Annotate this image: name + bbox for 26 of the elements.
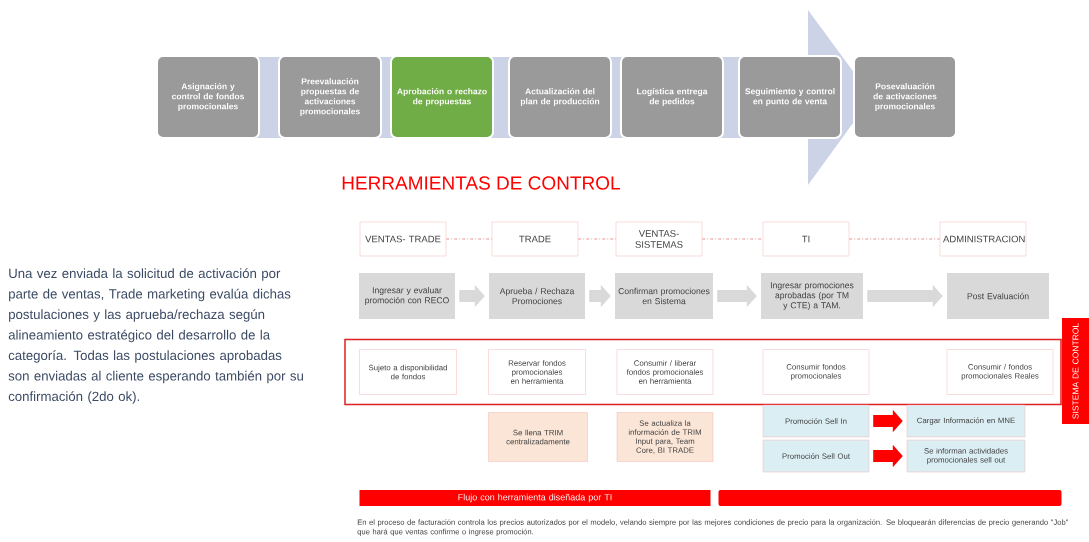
connector-line [701,238,764,240]
area-header-box: VENTAS- SISTEMAS [615,221,703,257]
description-text: Una vez enviada la solicitud de activación por parte de ventas, Trade marketing evalúa dichas postulaciones y las aprueba/rechaza según alineamiento estratégico del desarrollo de la categoría. Todas las postulaciones aprobadas son enviadas al cliente esperando también por su confirmación (2do ok). [8,268,303,404]
activity-box: Ingresar promociones aprobadas (por TM y CTE) a TAM. [761,273,863,319]
section-title: HERRAMIENTAS DE CONTROL [342,176,620,190]
process-step-box: Preevaluación propuestas de activaciones promocionales [278,55,382,139]
connector-line [445,238,493,240]
process-step-box: Logística entrega de pedidos [620,55,724,139]
process-step-box: Actualización del plan de producción [508,55,612,139]
connector-line [577,238,617,240]
process-step-box: Posevaluación de activaciones promocionales [853,55,957,139]
footer-bar [718,490,1062,506]
process-step-box: Asignación y control de fondos promocionales [156,55,260,139]
activity-box: Ingresar y evaluar promoción con RECO [359,273,455,319]
area-header-box: TI [762,221,850,257]
footer-bar: Flujo con herramienta diseñada por TI [359,490,711,506]
activity-box: Post Evaluación [947,273,1049,319]
area-header-box: VENTAS- TRADE [359,221,447,257]
process-step-box: Aprobación o rechazo de propuestas [390,55,494,139]
area-header-box: TRADE [491,221,579,257]
area-header-box: ADMINISTRACION [939,221,1027,257]
activity-box: Aprueba / Rechaza Promociones [489,273,585,319]
process-step-box: Seguimiento y control en punto de venta [738,55,842,139]
activity-box: Confirman promociones en Sistema [615,273,713,319]
side-label-box: SISTEMA DE CONTROL [1062,318,1089,424]
connector-line [848,238,941,240]
